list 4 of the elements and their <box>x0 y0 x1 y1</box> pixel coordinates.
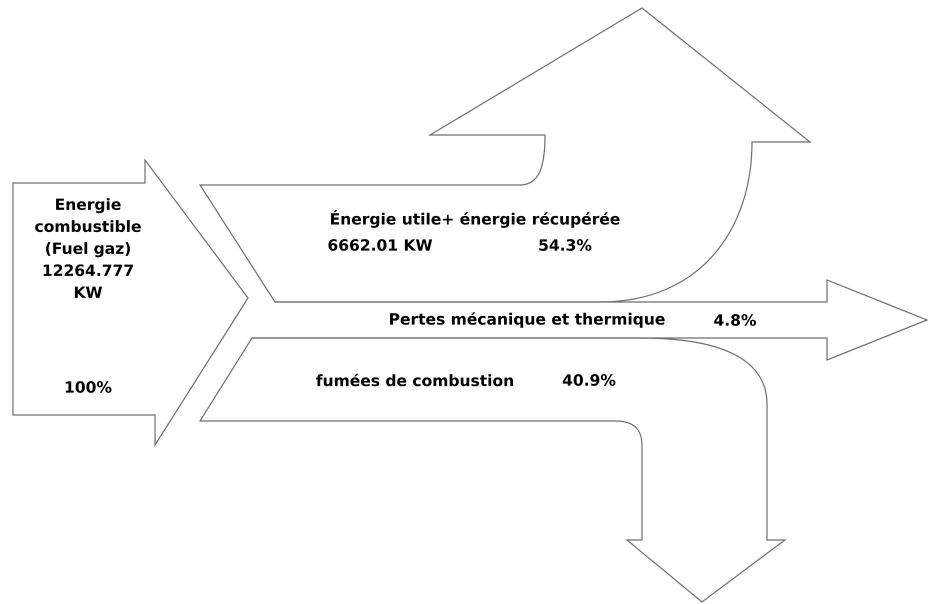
sankey-band: Pertes mécanique et thermique 4.8% <box>252 279 928 361</box>
sankey-band: Énergie utile+ énergie récupérée 6662.01 KW 54.3% <box>199 7 811 303</box>
sankey-band: Energie combustible (Fuel gaz) 12264.777 KW 100% <box>12 158 249 448</box>
sankey-band: fumées de combustion 40.9% <box>199 337 786 603</box>
